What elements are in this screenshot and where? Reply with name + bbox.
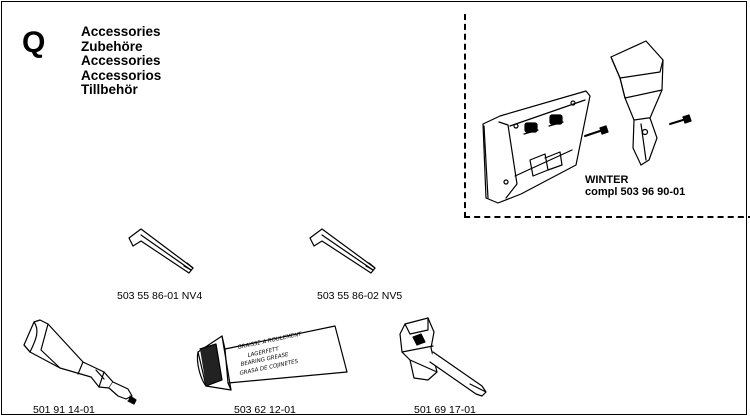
winter-kit-part-number: compl 503 96 90-01	[585, 185, 686, 198]
part-number-spark-plug-wrench: 501 69 17-01	[414, 404, 476, 416]
winter-kit-name: WINTER	[585, 174, 629, 186]
allen-key-nv4-illustration	[128, 228, 194, 274]
grease-gun-illustration	[23, 319, 137, 405]
part-number-allen-key-nv4: 503 55 86-01 NV4	[117, 290, 203, 302]
winter-kit-label: WINTER compl 503 96 90-01	[585, 174, 686, 198]
part-number-bearing-grease: 503 62 12-01	[234, 404, 296, 416]
part-number-grease-gun: 501 91 14-01	[33, 404, 95, 416]
title-es: Accessorios	[81, 67, 162, 83]
winter-kit-box	[464, 14, 750, 218]
winter-shield-illustration	[610, 40, 664, 166]
bearing-grease-tube-illustration	[196, 325, 348, 391]
title-en: Accessories	[81, 24, 161, 39]
title-fr: Accessories	[81, 53, 161, 69]
winter-cover-plate-illustration	[482, 90, 591, 204]
section-letter: Q	[22, 26, 46, 59]
allen-key-nv5-illustration	[309, 228, 376, 274]
part-number-allen-key-nv5: 503 55 86-02 NV5	[317, 290, 403, 302]
section-titles: Accessories Zubehöre Accessories Accesso…	[81, 24, 162, 98]
spark-plug-wrench-illustration	[399, 317, 487, 397]
title-sv: Tillbehör	[81, 82, 138, 98]
winter-screw-illustration	[584, 114, 692, 137]
title-de: Zubehöre	[81, 38, 143, 54]
